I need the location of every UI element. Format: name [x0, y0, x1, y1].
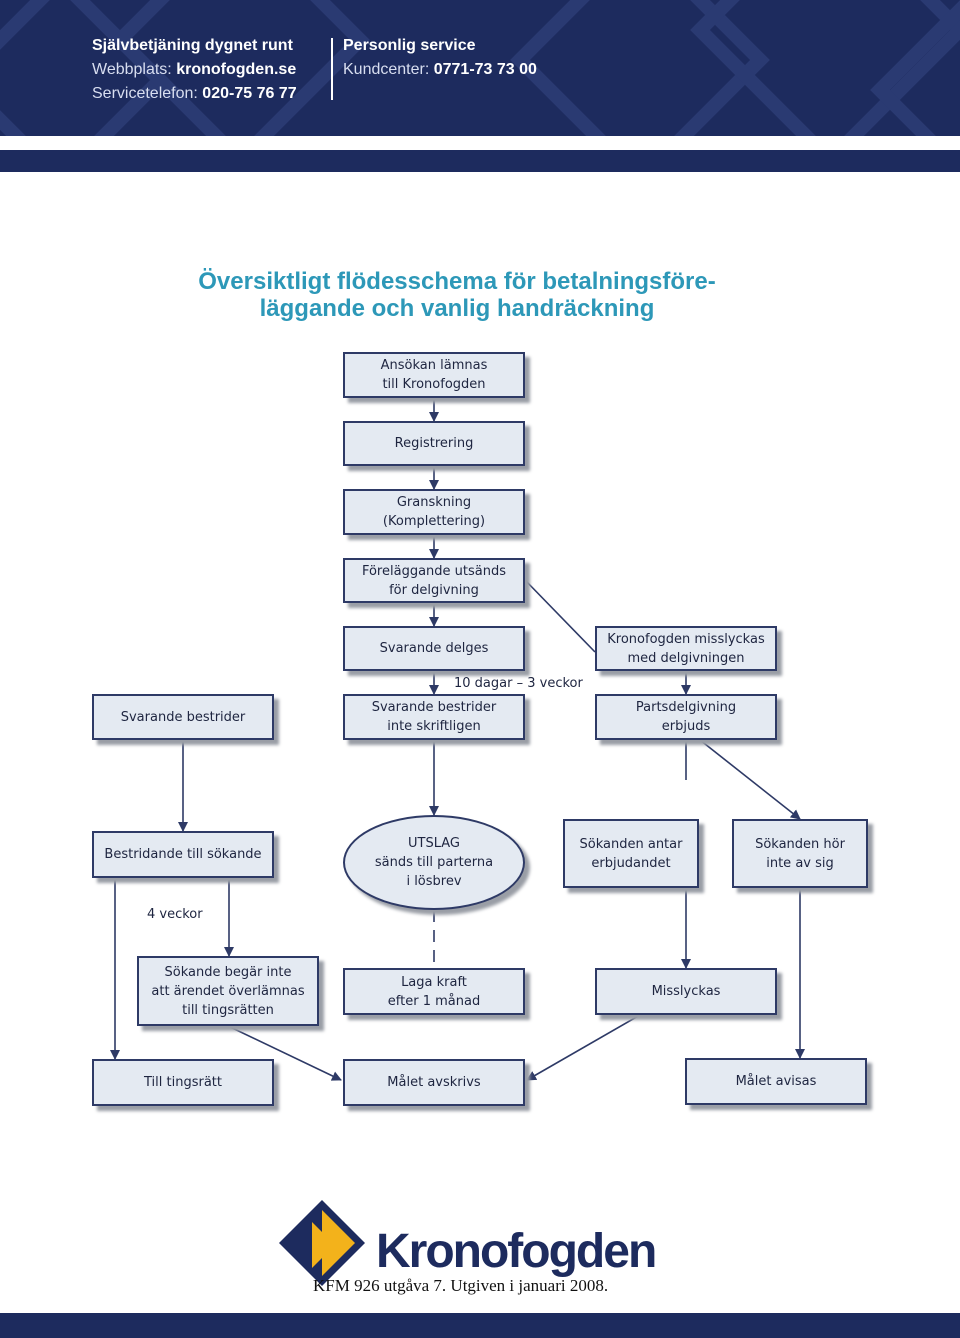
box-begar-inte: Sökande begär inte att ärendet överlämna… [137, 956, 319, 1026]
box-misslyckas-delgivning-text: Kronofogden misslyckas med delgivningen [607, 631, 765, 666]
box-forelaggande: Föreläggande utsänds för delgivning [343, 558, 525, 603]
label-10-dagar: 10 dagar – 3 veckor [454, 676, 583, 691]
page-title: Översiktligt flödesschema för betalnings… [0, 268, 914, 322]
box-svarande-delges-text: Svarande delges [379, 641, 489, 656]
phone-number: 020-75 76 77 [202, 85, 297, 102]
page-title-line-1: Översiktligt flödesschema för betalnings… [198, 268, 716, 295]
box-hor-inte-text: Sökanden hör inte av sig [755, 836, 845, 871]
logo-wordmark: Kronofogden [376, 1225, 657, 1278]
line-forelaggande-misslyckas [524, 579, 596, 653]
personal-service-block: Personlig service Kundcenter: 0771-73 73… [343, 34, 537, 82]
kronofogden-logo-icon [279, 1200, 365, 1286]
box-registrering-text: Registrering [394, 436, 474, 451]
box-avisas-text: Målet avisas [735, 1074, 817, 1089]
box-antar: Sökanden antar erbjudandet [563, 819, 699, 888]
box-laga-kraft: Laga kraft efter 1 månad [343, 968, 525, 1015]
box-ansokan: Ansökan lämnas till Kronofogden [343, 352, 525, 398]
box-ansokan-text: Ansökan lämnas till Kronofogden [380, 358, 488, 392]
page-title-line-2: läggande och vanlig handräckning [259, 295, 655, 322]
box-hor-inte: Sökanden hör inte av sig [732, 819, 868, 888]
label-4-veckor: 4 veckor [147, 907, 203, 922]
box-misslyckas-delgivning: Kronofogden misslyckas med delgivningen [595, 626, 777, 671]
oval-utslag-text: UTSLAG sänds till parterna i lösbrev [374, 836, 494, 889]
box-svarande-delges: Svarande delges [343, 626, 525, 671]
website-label: Webbplats: [92, 61, 172, 78]
box-tingsratt-text: Till tingsrätt [144, 1075, 222, 1090]
box-registrering: Registrering [343, 421, 525, 466]
header-diamond-pattern [0, 0, 960, 136]
box-misslyckas: Misslyckas [595, 968, 777, 1015]
box-inte-skriftligen: Svarande bestrider inte skriftligen [343, 694, 525, 740]
website-link[interactable]: kronofogden.se [176, 61, 297, 78]
footer-bar [0, 1313, 960, 1338]
box-laga-kraft-text: Laga kraft efter 1 månad [387, 974, 481, 1009]
self-service-heading: Självbetjäning dygnet runt [92, 37, 293, 54]
self-service-block: Självbetjäning dygnet runt Webbplats: kr… [92, 34, 297, 106]
box-inte-skriftligen-text: Svarande bestrider inte skriftligen [371, 700, 497, 734]
box-tingsratt: Till tingsrätt [92, 1059, 274, 1106]
box-begar-inte-text: Sökande begär inte att ärendet överlämna… [151, 964, 305, 1018]
arrow-begar-inte-avskrivs [227, 1025, 342, 1081]
call-center-label: Kundcenter: [343, 61, 430, 78]
header-banner: Självbetjäning dygnet runt Webbplats: kr… [0, 0, 960, 136]
call-center-number: 0771-73 73 00 [433, 61, 537, 78]
box-bestridande: Bestridande till sökande [92, 831, 274, 878]
phone-label: Servicetelefon: [92, 85, 198, 102]
box-antar-text: Sökanden antar erbjudandet [579, 836, 683, 871]
box-avskrivs: Målet avskrivs [343, 1059, 525, 1106]
box-misslyckas-text: Misslyckas [651, 984, 721, 999]
footer-publication-note: KFM 926 utgåva 7. Utgiven i januari 2008… [313, 1276, 609, 1295]
box-partsdelgivning-text: Partsdelgivning erbjuds [635, 700, 737, 734]
box-partsdelgivning: Partsdelgivning erbjuds [595, 694, 777, 740]
box-granskning: Granskning (Komplettering) [343, 489, 525, 535]
box-bestridande-text: Bestridande till sökande [104, 847, 262, 862]
arrow-partsdelgivning-hor-inte [699, 739, 801, 820]
header-strip [0, 150, 960, 172]
box-avskrivs-text: Målet avskrivs [387, 1075, 481, 1090]
box-avisas: Målet avisas [685, 1058, 867, 1105]
oval-utslag: UTSLAG sänds till parterna i lösbrev [343, 815, 525, 910]
arrow-misslyckas-avskrivs [526, 1014, 641, 1081]
box-granskning-text: Granskning (Komplettering) [382, 495, 486, 529]
box-svarande-bestrider: Svarande bestrider [92, 694, 274, 740]
personal-service-heading: Personlig service [343, 37, 476, 54]
header-separator [331, 38, 333, 100]
box-forelaggande-text: Föreläggande utsänds för delgivning [361, 563, 507, 598]
box-svarande-bestrider-text: Svarande bestrider [120, 709, 246, 725]
